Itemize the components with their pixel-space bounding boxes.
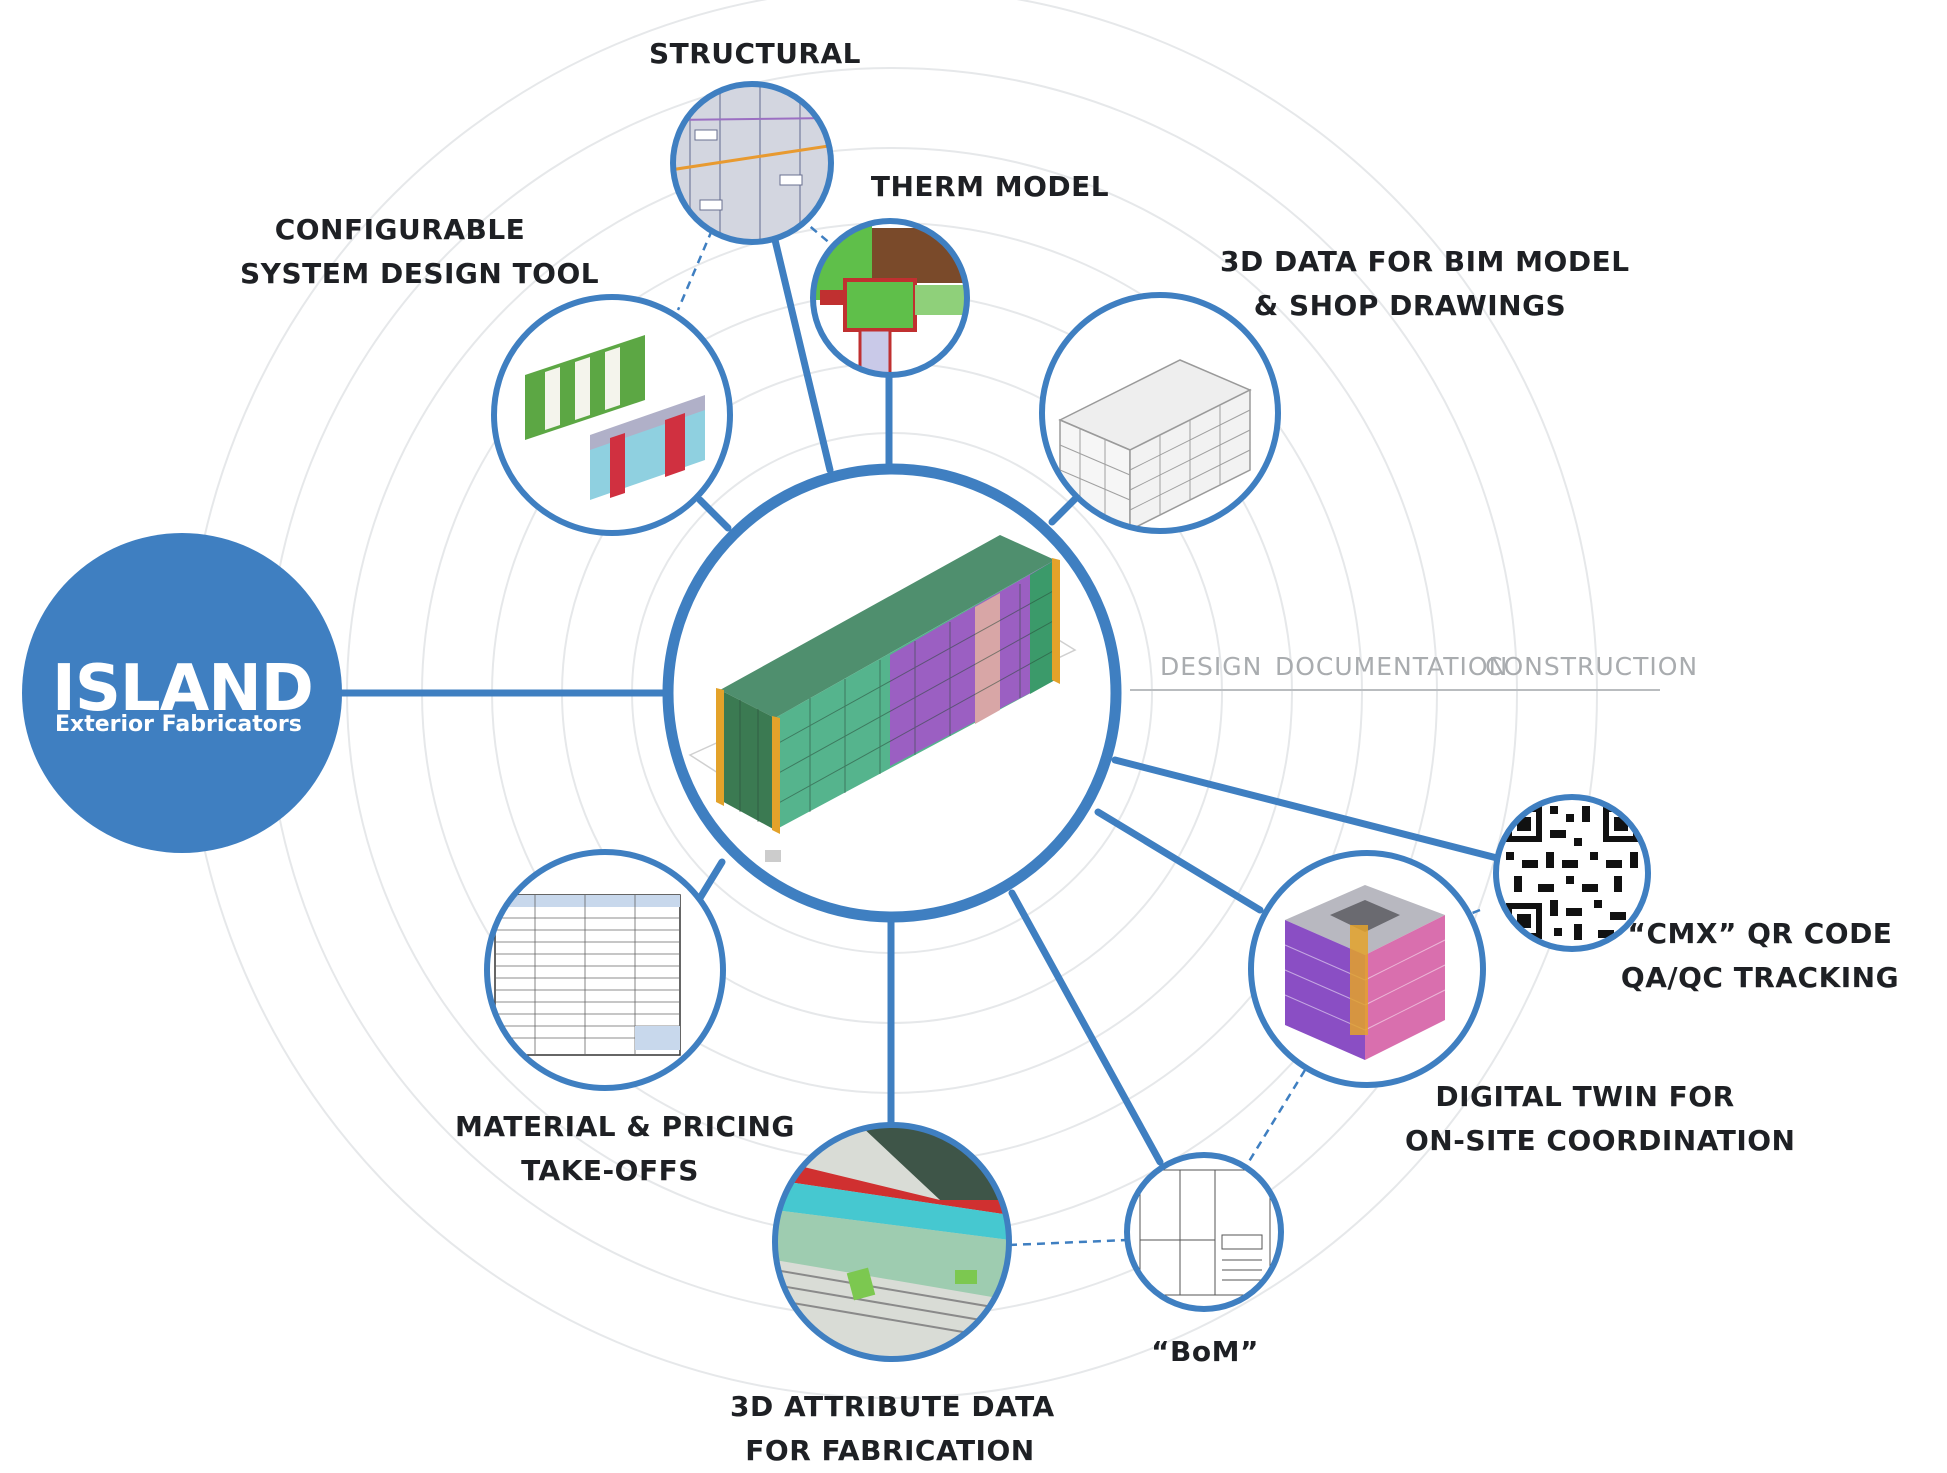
connector-qr <box>1115 760 1497 858</box>
label-bom: “BoM” <box>1130 1330 1280 1374</box>
phase-construction: CONSTRUCTION <box>1485 652 1698 681</box>
structural-node <box>670 80 835 245</box>
therm-model-node <box>812 220 972 376</box>
label-qr: “CMX” QR CODE QA/QC TRACKING <box>1610 912 1910 1000</box>
label-configurable: CONFIGURABLE SYSTEM DESIGN TOOL <box>240 208 560 296</box>
configurable-node <box>494 297 730 533</box>
material-node <box>487 852 723 1088</box>
logo-subtitle: Exterior Fabricators <box>55 712 302 737</box>
label-digital-twin: DIGITAL TWIN FOR ON-SITE COORDINATION <box>1405 1075 1765 1163</box>
connector-twin <box>1098 812 1260 910</box>
material-spreadsheet-image <box>495 895 680 1055</box>
phase-documentation: DOCUMENTATION <box>1275 652 1508 681</box>
connector-bim <box>1052 498 1076 522</box>
bom-node <box>1127 1155 1281 1309</box>
bim-node <box>1042 295 1278 531</box>
phase-design: DESIGN <box>1160 652 1262 681</box>
connector-material <box>700 862 722 898</box>
digital-twin-node <box>1251 853 1483 1085</box>
label-bim: 3D DATA FOR BIM MODEL & SHOP DRAWINGS <box>1220 240 1600 328</box>
label-attribute: 3D ATTRIBUTE DATA FOR FABRICATION <box>730 1385 1050 1473</box>
label-therm-model: THERM MODEL <box>860 165 1120 209</box>
label-material: MATERIAL & PRICING TAKE-OFFS <box>455 1105 765 1193</box>
attribute-node <box>775 1125 1010 1360</box>
label-structural: STRUCTURAL <box>615 32 895 76</box>
